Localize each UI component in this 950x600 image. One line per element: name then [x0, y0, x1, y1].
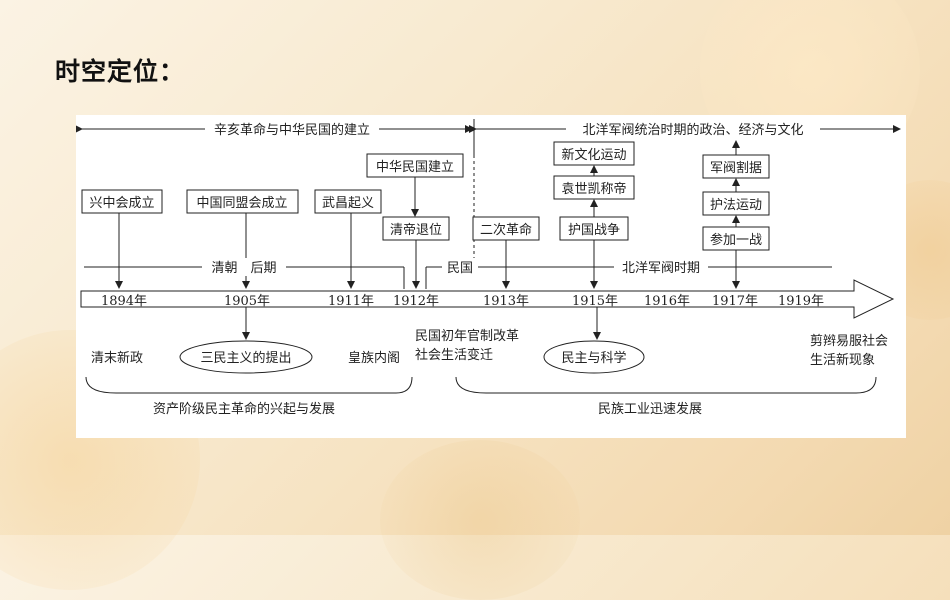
era-republic: 民国 北洋军阀时期 [425, 258, 832, 289]
page-title: 时空定位： [55, 57, 186, 86]
three-principles-node: 三民主义的提出 [179, 340, 313, 374]
year-1917: 1917年 [712, 294, 758, 309]
bracket-national-industry: 民族工业迅速发展 [455, 376, 877, 417]
bourgeois-revolution-label: 资产阶级民主革命的兴起与发展 [153, 401, 335, 417]
three-principles-label: 三民主义的提出 [200, 350, 291, 366]
event-zhonghua-minguo: 中华民国建立 [366, 153, 464, 217]
era-republic-label: 民国 [447, 261, 473, 276]
event-tongmenghui: 中国同盟会成立 [186, 189, 299, 289]
bracket-bourgeois-revolution: 资产阶级民主革命的兴起与发展 [85, 376, 413, 417]
reform-line1: 民国初年官制改革 [415, 328, 519, 344]
era-warlord-label: 北洋军阀时期 [622, 261, 700, 276]
year-1905: 1905年 [224, 294, 270, 309]
event-xingzhonghui: 兴中会成立 [81, 189, 163, 289]
event-qingdi-label: 清帝退位 [390, 222, 442, 238]
year-1913: 1913年 [483, 294, 529, 309]
period-right-label: 北洋军阀统治时期的政治、经济与文化 [582, 122, 803, 138]
event-hufa-label: 护法运动 [710, 198, 762, 213]
custom-line2: 生活新现象 [810, 352, 875, 368]
event-second-revolution: 二次革命 [472, 216, 540, 289]
event-warlord-separatism-label: 军阀割据 [710, 160, 762, 176]
event-new-culture-label: 新文化运动 [561, 147, 626, 163]
event-zhonghua-minguo-label: 中华民国建立 [376, 160, 454, 175]
event-tongmenghui-label: 中国同盟会成立 [196, 196, 287, 211]
period-left-label: 辛亥革命与中华民国的建立 [214, 122, 370, 138]
timeline-panel: 辛亥革命与中华民国的建立 北洋军阀统治时期的政治、经济与文化 兴中会成立 中国同… [75, 115, 906, 438]
custom-line1: 剪辫易服社会 [810, 333, 888, 349]
year-labels: 1894年 1905年 1911年 1912年 1913年 1915年 1916… [101, 294, 824, 309]
event-qingdi: 清帝退位 [382, 216, 450, 289]
late-qing-reform: 清末新政 [91, 350, 143, 366]
event-xingzhonghui-label: 兴中会成立 [89, 196, 154, 211]
year-1911: 1911年 [328, 294, 374, 309]
event-wuchang-label: 武昌起义 [322, 196, 374, 211]
timeline-arrow [80, 279, 895, 319]
event-new-culture: 新文化运动 [553, 141, 635, 166]
year-1894: 1894年 [101, 294, 147, 309]
period-right-span: 北洋军阀统治时期的政治、经济与文化 [469, 120, 901, 138]
year-1912: 1912年 [393, 294, 439, 309]
event-warlord-separatism: 军阀割据 [702, 140, 770, 179]
national-industry-label: 民族工业迅速发展 [598, 401, 702, 417]
event-wuchang: 武昌起义 [314, 189, 382, 289]
royal-cabinet: 皇族内阁 [348, 350, 400, 366]
democracy-science-node: 民主与科学 [543, 340, 645, 374]
event-huguo-label: 护国战争 [568, 223, 620, 238]
year-1916: 1916年 [644, 294, 690, 309]
reform-line2: 社会生活变迁 [415, 347, 493, 363]
period-left-span: 辛亥革命与中华民国的建立 [75, 120, 473, 138]
event-huguo: 护国战争 [559, 199, 629, 289]
timeline-diagram: 辛亥革命与中华民国的建立 北洋军阀统治时期的政治、经济与文化 兴中会成立 中国同… [75, 119, 901, 417]
era-late-qing: 清朝 后期 [84, 258, 405, 289]
event-yuan-emperor-label: 袁世凯称帝 [561, 181, 626, 197]
democracy-science-label: 民主与科学 [561, 350, 626, 366]
event-ww1: 参加一战 [702, 215, 770, 289]
year-1919: 1919年 [778, 294, 824, 309]
event-yuan-emperor: 袁世凯称帝 [553, 165, 635, 200]
year-1915: 1915年 [572, 294, 618, 309]
era-late-qing-label: 清朝 后期 [211, 261, 276, 276]
event-hufa: 护法运动 [702, 178, 770, 216]
event-second-revolution-label: 二次革命 [480, 222, 532, 238]
event-ww1-label: 参加一战 [710, 232, 762, 248]
